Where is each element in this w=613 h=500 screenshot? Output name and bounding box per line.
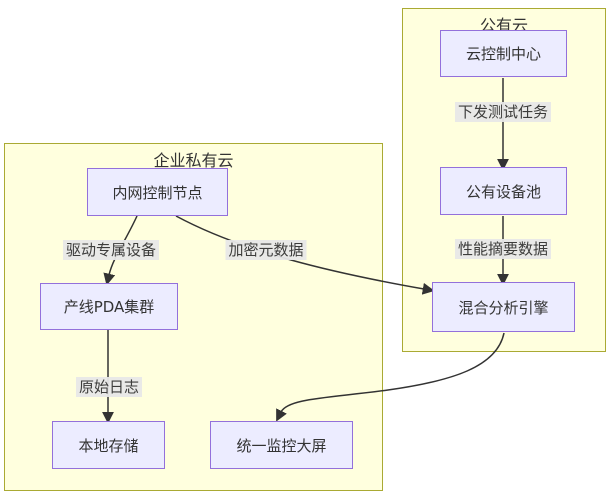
edge-label-encrypted-metadata: 加密元数据 xyxy=(225,240,307,260)
edge-hybrid-engine-to-monitor-screen xyxy=(276,332,505,422)
edge-label-dispatch-test-task: 下发测试任务 xyxy=(454,102,552,122)
node-cloud-control-center: 云控制中心 xyxy=(440,30,567,77)
node-public-device-pool: 公有设备池 xyxy=(440,167,567,215)
node-production-pda-cluster: 产线PDA集群 xyxy=(40,283,178,330)
edge-label-drive-dedicated-devices: 驱动专属设备 xyxy=(62,240,160,260)
edge-label-performance-summary-data: 性能摘要数据 xyxy=(454,239,552,259)
edge-label-raw-logs: 原始日志 xyxy=(75,377,143,397)
node-intranet-control-node: 内网控制节点 xyxy=(87,168,228,216)
cluster-private-cloud-title: 企业私有云 xyxy=(153,151,234,170)
node-unified-monitor-screen: 统一监控大屏 xyxy=(210,421,353,469)
node-local-storage: 本地存储 xyxy=(52,421,165,469)
node-hybrid-analysis-engine: 混合分析引擎 xyxy=(432,282,575,332)
